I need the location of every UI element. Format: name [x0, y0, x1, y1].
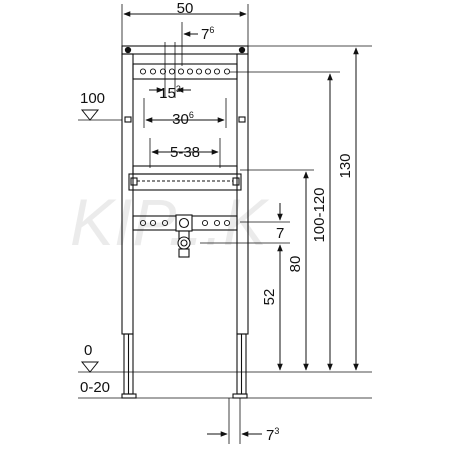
lower-rail-holes	[139, 219, 231, 227]
dim-height-total: 130	[337, 153, 354, 178]
drain-fitting	[175, 214, 193, 258]
dim-floor-level: 0	[84, 342, 92, 359]
dimension-lines	[123, 11, 359, 437]
dim-height-mid: 80	[287, 256, 304, 273]
bracket-clip	[232, 177, 240, 186]
dim-height-range: 100-120	[311, 187, 328, 242]
frame-top-bar	[121, 45, 249, 55]
upper-connection-rail	[132, 63, 238, 80]
dim-connection-width: 306	[172, 110, 194, 128]
dim-floor-range: 0-20	[80, 379, 110, 396]
dim-height-low: 52	[261, 289, 278, 306]
dim-width-total: 50	[177, 0, 194, 17]
dim-left-level: 100	[80, 90, 105, 107]
bracket-box	[128, 173, 242, 191]
bracket-crossbar	[132, 165, 238, 175]
watermark: KIP...K	[70, 185, 270, 259]
frame-side-bolt	[238, 116, 246, 123]
frame-left-foot	[121, 393, 137, 399]
dim-gap-small: 7	[276, 225, 284, 242]
bracket-clip	[130, 177, 138, 186]
frame-right-foot	[232, 393, 248, 399]
dim-foot-offset: 73	[266, 426, 279, 444]
dim-connection-spacing: 153	[159, 84, 181, 102]
upper-rail-holes	[139, 68, 231, 75]
level-marker-icon	[80, 361, 100, 373]
dim-offset-top: 76	[201, 25, 214, 43]
frame-bolt	[238, 46, 246, 54]
dim-range-bracket: 5-38	[170, 144, 200, 161]
frame-bolt	[124, 46, 132, 54]
level-marker-icon	[80, 109, 100, 121]
reference-lines	[78, 4, 372, 444]
installation-frame	[121, 45, 249, 399]
frame-side-bolt	[124, 116, 132, 123]
